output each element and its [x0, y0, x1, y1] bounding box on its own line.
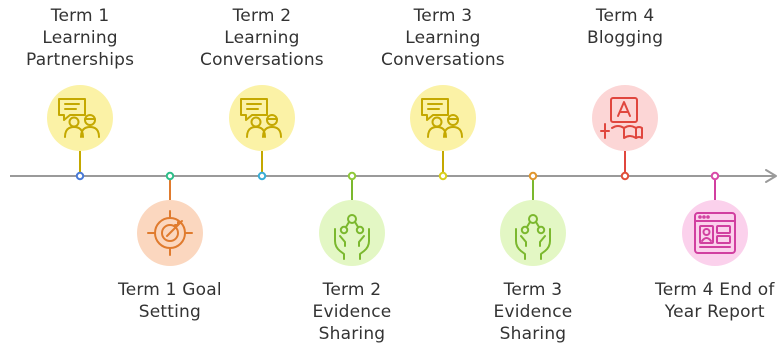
milestone-3 — [229, 85, 295, 181]
milestone-label-line: Setting — [138, 302, 202, 322]
blogging-icon — [600, 97, 643, 139]
milestone-label-line: Evidence — [493, 302, 573, 322]
milestone-label-line: Sharing — [318, 324, 386, 344]
milestone-icon-circle — [229, 85, 295, 151]
timeline-dot — [165, 171, 175, 181]
milestone-label-line: Sharing — [499, 324, 567, 344]
milestone-label-line: Year Report — [664, 302, 765, 322]
milestone-icon-circle — [319, 200, 385, 266]
milestone-label-line: Term 4 End of — [655, 280, 775, 300]
milestone-label-line: Blogging — [587, 28, 664, 48]
milestone-label-line: Learning — [405, 28, 481, 48]
milestone-4 — [319, 171, 385, 266]
milestone-label-line: Conversations — [381, 50, 505, 70]
timeline-dot — [257, 171, 267, 181]
timeline-dot — [620, 171, 630, 181]
milestone-1 — [47, 85, 113, 181]
milestone-label-line: Term 2 — [322, 280, 382, 300]
milestone-icon-circle — [500, 200, 566, 266]
learning-conversation-icon — [240, 98, 282, 138]
milestone-icon-circle — [410, 85, 476, 151]
milestone-label-line: Learning — [224, 28, 300, 48]
milestone-label-line: Term 1 — [50, 6, 110, 26]
timeline-dot — [438, 171, 448, 181]
milestone-icon-circle — [592, 85, 658, 151]
learning-conversation-icon — [421, 98, 463, 138]
milestone-label-line: Term 3 — [503, 280, 563, 300]
timeline-dot — [75, 171, 85, 181]
milestone-6 — [500, 171, 566, 266]
milestone-label-line: Partnerships — [26, 50, 135, 70]
milestone-label-line: Term 4 — [595, 6, 655, 26]
milestone-5 — [410, 85, 476, 181]
milestone-label-line: Term 2 — [232, 6, 292, 26]
timeline-dot — [528, 171, 538, 181]
sharing-hands-icon — [334, 214, 370, 260]
milestone-label-line: Term 3 — [413, 6, 473, 26]
learning-conversation-icon — [58, 98, 100, 138]
target-icon — [147, 210, 193, 256]
timeline-dot — [710, 171, 720, 181]
report-window-icon — [694, 212, 736, 254]
milestone-icon-circle — [682, 200, 748, 266]
milestone-icon-circle — [47, 85, 113, 151]
milestone-label-line: Learning — [42, 28, 118, 48]
milestone-label-line: Term 1 Goal — [118, 280, 222, 300]
milestone-label-line: Evidence — [312, 302, 392, 322]
timeline-dot — [347, 171, 357, 181]
sharing-hands-icon — [515, 214, 551, 260]
milestone-label-line: Conversations — [200, 50, 324, 70]
timeline-arrowhead — [765, 169, 777, 183]
